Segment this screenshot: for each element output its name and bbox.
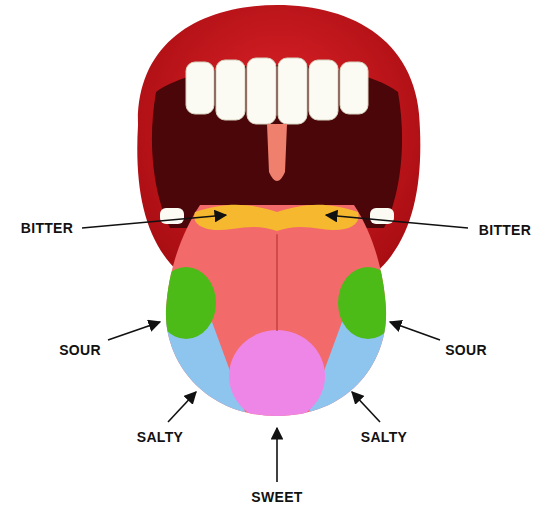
bitter-region <box>194 205 358 231</box>
taste-label: SALTY <box>359 429 409 445</box>
uvula <box>267 124 287 181</box>
sweet-region <box>229 330 325 422</box>
taste-label: SALTY <box>135 429 185 445</box>
sour-region <box>338 267 398 339</box>
upper-teeth <box>186 58 368 124</box>
taste-label: SOUR <box>57 342 103 358</box>
tongue <box>150 205 404 422</box>
sour-region <box>156 267 216 339</box>
taste-label: SWEET <box>249 489 304 505</box>
taste-label: SOUR <box>443 342 489 358</box>
tongue-groove <box>276 235 278 330</box>
taste-label: BITTER <box>477 222 533 238</box>
taste-label: BITTER <box>19 220 75 236</box>
leader-arrows <box>82 215 468 482</box>
